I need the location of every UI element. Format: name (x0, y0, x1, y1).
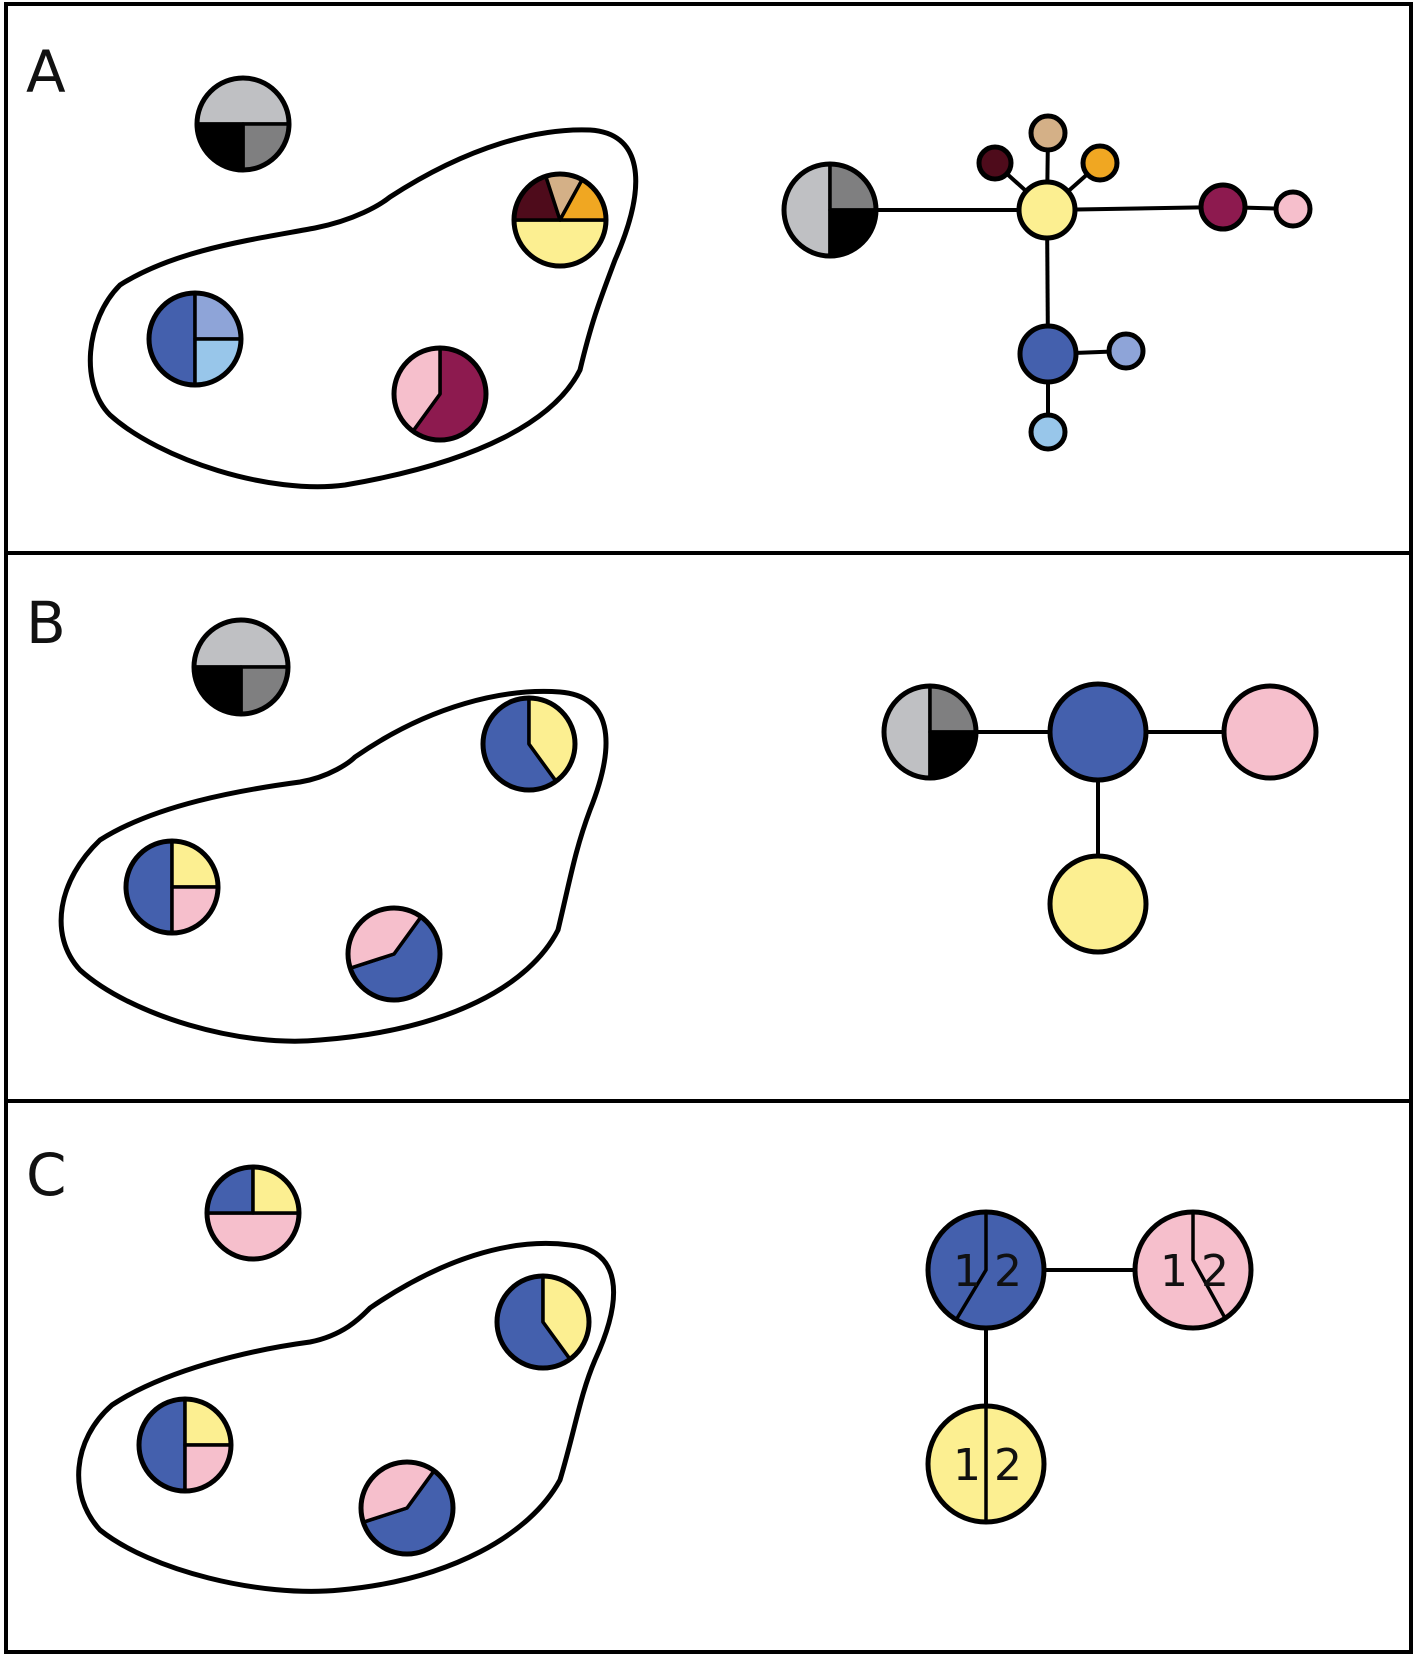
panel-b-lower-left-pie-slice-blue (124, 839, 174, 935)
panel-b-node-outgroup-outline (881, 683, 979, 781)
panel-c-upper-right-pie-outline (494, 1273, 592, 1371)
panel-c-frame (4, 1099, 1413, 1654)
panel-c-outgroup-pie (204, 1164, 302, 1262)
panel-c-node-blue-divider (954, 1212, 988, 1321)
panel-b-lower-left-pie (123, 838, 221, 936)
panel-b-lower-left-pie-outline (123, 838, 221, 936)
panel-a-node-light-blue (1028, 412, 1068, 452)
panel-b-upper-right-pie (480, 695, 578, 793)
panel-a-node-orange-circle (1080, 143, 1120, 183)
panel-a-maroon-pie-outline (391, 345, 489, 443)
panel-a-outgroup-pie-slice-light-gray (195, 76, 291, 126)
panel-a-node-yellow-circle (1016, 179, 1078, 241)
panel-a-left-pies (146, 75, 609, 443)
panel-a-label: A (26, 38, 66, 106)
panel-c-upper-right-pie (494, 1273, 592, 1371)
panel-b-network (881, 681, 1319, 955)
panel-b-outgroup-pie-slice-light-gray (192, 618, 290, 669)
panel-a-node-tan-circle (1028, 113, 1068, 153)
panel-a-node-maroon-circle (1198, 182, 1248, 232)
panel-c-node-pink-divider (1191, 1212, 1227, 1319)
panel-a-node-pink (1273, 189, 1313, 229)
panel-b-node-outgroup (881, 683, 979, 781)
panel-c-outgroup-pie-outline (204, 1164, 302, 1262)
panel-a-edges (830, 132, 1294, 432)
panel-b: B (4, 551, 1413, 1103)
panel-c-node-yellow-label-1: 1 (953, 1440, 981, 1491)
panel-b-upper-right-pie-outline (480, 695, 578, 793)
panel-c-node-blue-label-2: 2 (994, 1246, 1022, 1297)
panel-a-cluster-outline (87, 127, 639, 490)
panel-a-blue-pie-outline (146, 290, 244, 388)
panel-b-outgroup-pie (191, 617, 291, 717)
panel-a-node-dark-maroon-circle (976, 144, 1014, 182)
panel-c-lower-right-pie-outline (358, 1459, 456, 1557)
panel-b-node-yellow (1047, 853, 1149, 955)
panel-a: A (4, 2, 1413, 555)
panel-a-node-pink-circle (1273, 189, 1313, 229)
panel-a-yellow-pie (511, 171, 609, 269)
panel-c-cluster-outline (76, 1240, 617, 1594)
panel-a-node-outgroup-slice-light-gray (782, 162, 832, 258)
panel-b-node-pink (1221, 683, 1319, 781)
panel-a-blue-pie-slice-blue (147, 291, 197, 387)
panel-b-node-pink-circle (1221, 683, 1319, 781)
panel-b-node-blue (1047, 681, 1149, 783)
panel-b-node-blue-circle (1047, 681, 1149, 783)
panel-b-node-outgroup-slice-light-gray (882, 684, 932, 780)
panel-c-label: C (26, 1141, 67, 1209)
panel-a-node-light-blue-circle (1028, 412, 1068, 452)
panel-c-node-yellow-label-2: 2 (994, 1440, 1022, 1491)
panel-b-node-yellow-circle (1047, 853, 1149, 955)
panel-b-label: B (26, 589, 66, 657)
panel-a-nodes (781, 113, 1313, 452)
panel-a-node-periwinkle (1106, 331, 1146, 371)
panel-a-node-tan (1028, 113, 1068, 153)
panel-c-lower-left-pie-slice-blue (137, 1397, 187, 1493)
panel-a-maroon-pie (391, 345, 489, 443)
panel-a-network (781, 113, 1313, 452)
panel-a-node-yellow (1016, 179, 1078, 241)
panel-b-cluster-outline (58, 688, 609, 1044)
panel-a-node-outgroup-outline (781, 161, 879, 259)
panel-c-node-pink-label-1: 1 (1160, 1246, 1188, 1297)
panel-a-node-orange (1080, 143, 1120, 183)
panel-b-lower-right-pie-outline (345, 905, 443, 1003)
panel-b-lower-right-pie (345, 905, 443, 1003)
panel-c-lower-left-pie-outline (136, 1396, 234, 1494)
panel-a-outgroup-pie (194, 75, 292, 173)
panel-a-yellow-pie-outline (511, 171, 609, 269)
panel-a-node-blue-circle (1017, 323, 1079, 385)
panel-a-node-maroon (1198, 182, 1248, 232)
panel-a-yellow-pie-slice-yellow (512, 218, 608, 268)
panel-a-blue-pie (146, 290, 244, 388)
panel-c-node-pink-label-2: 2 (1201, 1246, 1229, 1297)
panel-a-node-periwinkle-circle (1106, 331, 1146, 371)
panel-c-lower-right-pie (358, 1459, 456, 1557)
panel-a-node-blue (1017, 323, 1079, 385)
panel-b-outgroup-pie-outline (191, 617, 291, 717)
panel-a-outgroup-pie-outline (194, 75, 292, 173)
panel-a-node-dark-maroon (976, 144, 1014, 182)
panel-b-nodes (881, 681, 1319, 955)
panel-c-left-pies (136, 1164, 592, 1557)
panel-c-outgroup-pie-slice-pink (205, 1211, 301, 1261)
panel-c-lower-left-pie (136, 1396, 234, 1494)
panel-b-left-pies (123, 617, 578, 1003)
panel-c-node-blue-label-1: 1 (953, 1246, 981, 1297)
panel-a-node-outgroup (781, 161, 879, 259)
